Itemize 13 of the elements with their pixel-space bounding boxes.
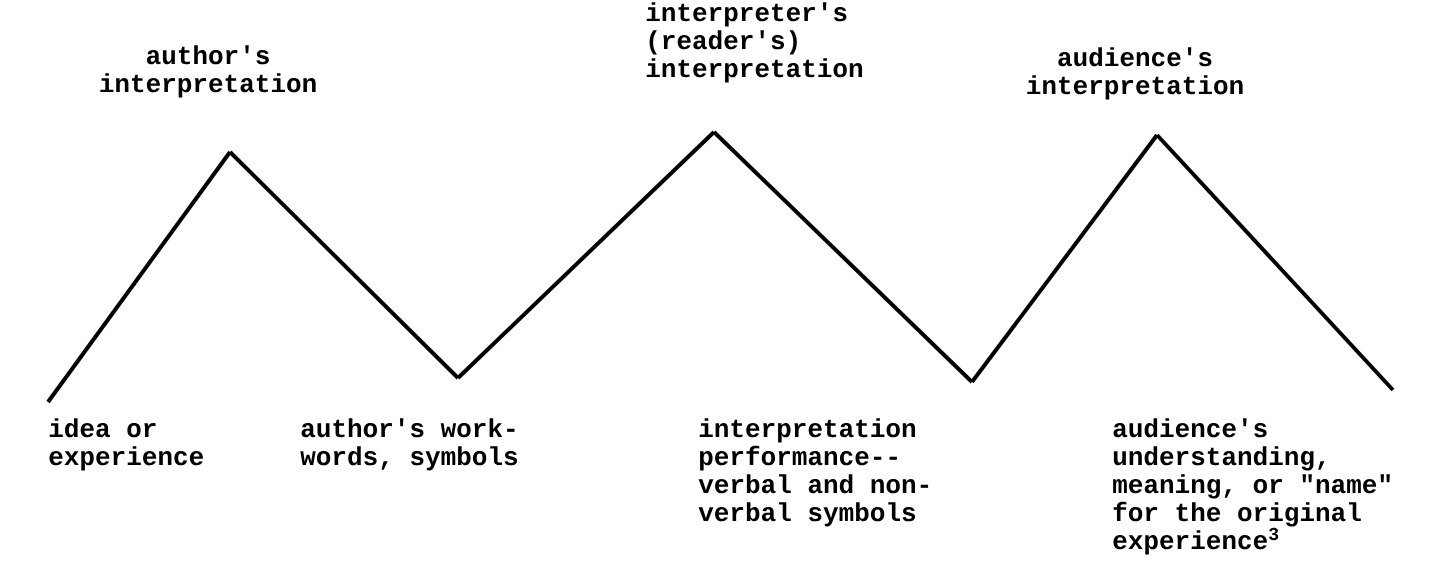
stage-label: interpreter's (reader's) interpretation: [646, 2, 862, 83]
zigzag-line: [456, 130, 716, 380]
zigzag-line: [1155, 133, 1395, 392]
zigzag-line: [712, 130, 974, 384]
stage-label: audience's interpretation: [1027, 47, 1243, 100]
stage-label: audience's understanding, meaning, or "name" for the original experience$^{3}$: [1113, 418, 1390, 555]
stage-label: interpretation performance-- verbal and non- verbal symbols: [698, 418, 929, 527]
zigzag-line: [46, 150, 232, 404]
stage-label: author's work- words, symbols: [300, 418, 518, 471]
zigzag-line: [970, 133, 1159, 384]
stage-label: idea or experience: [49, 418, 203, 471]
zigzag-line: [228, 150, 460, 380]
stage-label: author's interpretation: [100, 45, 316, 98]
